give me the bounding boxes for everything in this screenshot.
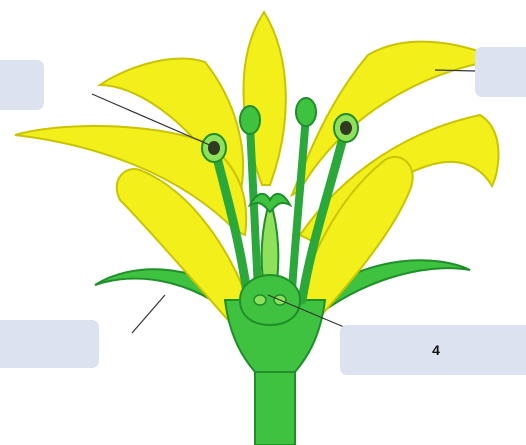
label-box-3 bbox=[0, 320, 99, 368]
label-box-2 bbox=[475, 47, 526, 97]
anther-left-inner bbox=[208, 141, 220, 155]
ovary bbox=[240, 275, 300, 325]
label-text-4: 4 bbox=[432, 342, 440, 358]
anther-right-inner bbox=[340, 121, 352, 135]
filament-mid-right bbox=[292, 115, 306, 290]
anther-mid-right bbox=[296, 98, 316, 126]
anther-mid-left bbox=[240, 106, 260, 134]
leader-line-3 bbox=[132, 295, 165, 333]
label-box-1 bbox=[0, 60, 44, 110]
label-box-4: 4 bbox=[340, 325, 526, 375]
ovule-left bbox=[254, 295, 266, 305]
